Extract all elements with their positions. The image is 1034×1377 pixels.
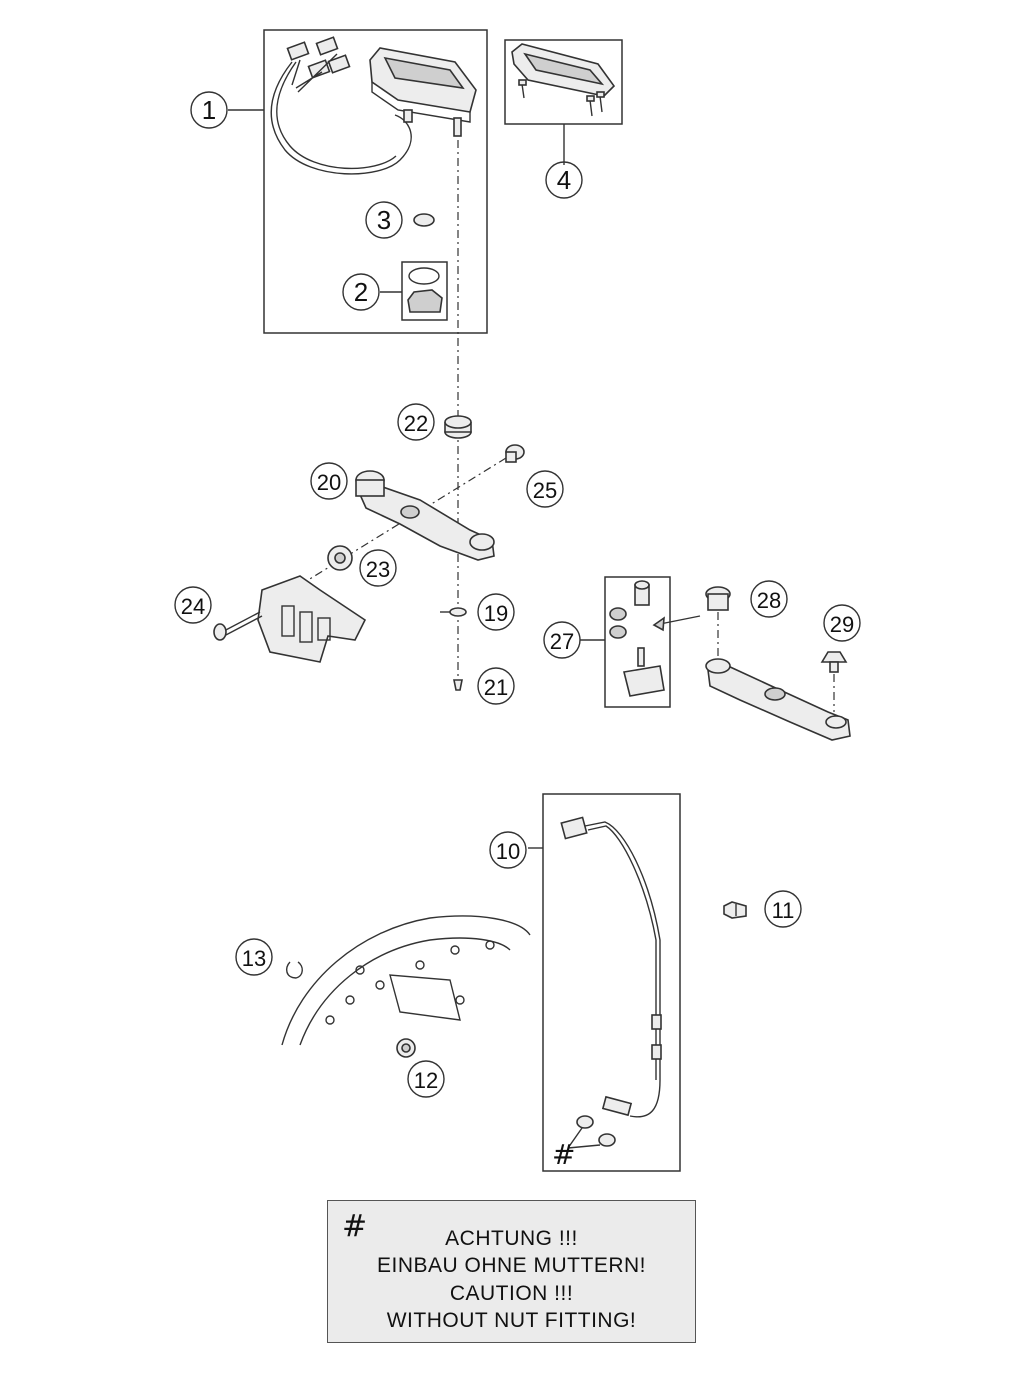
screw-part-21 [453, 679, 463, 691]
callout-27: 27 [543, 621, 581, 659]
plug-part-25 [505, 444, 525, 463]
svg-text:1: 1 [202, 95, 216, 125]
washer-part-19 [449, 607, 467, 617]
circlip-part-13 [285, 961, 303, 979]
seal-cap-part-2 [407, 289, 443, 313]
svg-text:12: 12 [414, 1068, 438, 1093]
svg-text:4: 4 [557, 165, 571, 195]
callout-28: 28 [750, 580, 788, 618]
rubber-bush-part-22 [444, 415, 472, 439]
svg-text:22: 22 [404, 411, 428, 436]
callout-24: 24 [174, 586, 212, 624]
arrow-to-kit-27 [659, 615, 701, 625]
svg-text:2: 2 [354, 277, 368, 307]
callout-2: 2 [342, 273, 380, 311]
rubber-damper-part-23 [327, 545, 353, 571]
screws-part-4 [518, 79, 605, 117]
kit-box-speedometer [263, 29, 488, 334]
bracket-part-20 [355, 470, 495, 561]
clip-part-11 [723, 901, 747, 919]
callout-20: 20 [310, 462, 348, 500]
callout-11: 11 [764, 890, 802, 928]
grommet-part-3 [413, 213, 435, 227]
svg-text:19: 19 [484, 601, 508, 626]
bolt-part-24 [213, 611, 263, 641]
kit-box-27 [604, 576, 671, 708]
callout-12: 12 [407, 1060, 445, 1098]
speedometer-wiring-harness [270, 61, 412, 175]
callout-10: 10 [489, 831, 527, 869]
mounting-plate-part-24 [257, 575, 367, 663]
svg-text:3: 3 [377, 205, 391, 235]
caution-note-box: # ACHTUNG !!! EINBAU OHNE MUTTERN! CAUTI… [327, 1200, 696, 1343]
svg-text:10: 10 [496, 839, 520, 864]
bush-part-12 [396, 1038, 416, 1058]
speedometer-unit [369, 47, 477, 137]
callout-3: 3 [365, 201, 403, 239]
caution-line-german-2: EINBAU OHNE MUTTERN! [376, 1254, 646, 1277]
caution-line-english-1: CAUTION !!! [449, 1282, 574, 1305]
svg-text:23: 23 [366, 557, 390, 582]
display-unit [511, 43, 616, 97]
callout-23: 23 [359, 549, 397, 587]
callout-21: 21 [477, 667, 515, 705]
connector-plugs [286, 36, 351, 93]
kit-box-speed-sensor [542, 793, 681, 1172]
svg-text:11: 11 [772, 898, 795, 923]
callout-4: 4 [545, 161, 583, 199]
svg-text:21: 21 [484, 675, 508, 700]
svg-text:28: 28 [757, 588, 781, 613]
caution-line-german-1: ACHTUNG !!! [445, 1227, 578, 1250]
bracket-variant [705, 658, 851, 741]
svg-text:29: 29 [830, 612, 854, 637]
caution-hash-symbol: # [342, 1209, 368, 1244]
callout-1: 1 [190, 91, 228, 129]
kit-27-parts [609, 580, 665, 697]
svg-text:20: 20 [317, 470, 341, 495]
hash-mark-sensor-kit: # [552, 1138, 575, 1171]
svg-text:25: 25 [533, 478, 557, 503]
speed-sensor-cable [560, 816, 662, 1118]
kit-box-seal-cap [401, 261, 448, 321]
callout-22: 22 [397, 403, 435, 441]
svg-text:24: 24 [181, 594, 205, 619]
brake-disc [281, 915, 531, 1046]
o-ring-part-2 [408, 267, 440, 285]
callout-13: 13 [235, 938, 273, 976]
nuts-excluded [567, 1115, 616, 1149]
caution-line-english-2: WITHOUT NUT FITTING! [386, 1309, 637, 1332]
callout-29: 29 [823, 604, 861, 642]
svg-text:13: 13 [242, 946, 266, 971]
callout-25: 25 [526, 470, 564, 508]
plug-part-29 [820, 651, 848, 673]
bush-part-28 [705, 586, 731, 611]
svg-text:27: 27 [550, 629, 574, 654]
callout-19: 19 [477, 593, 515, 631]
